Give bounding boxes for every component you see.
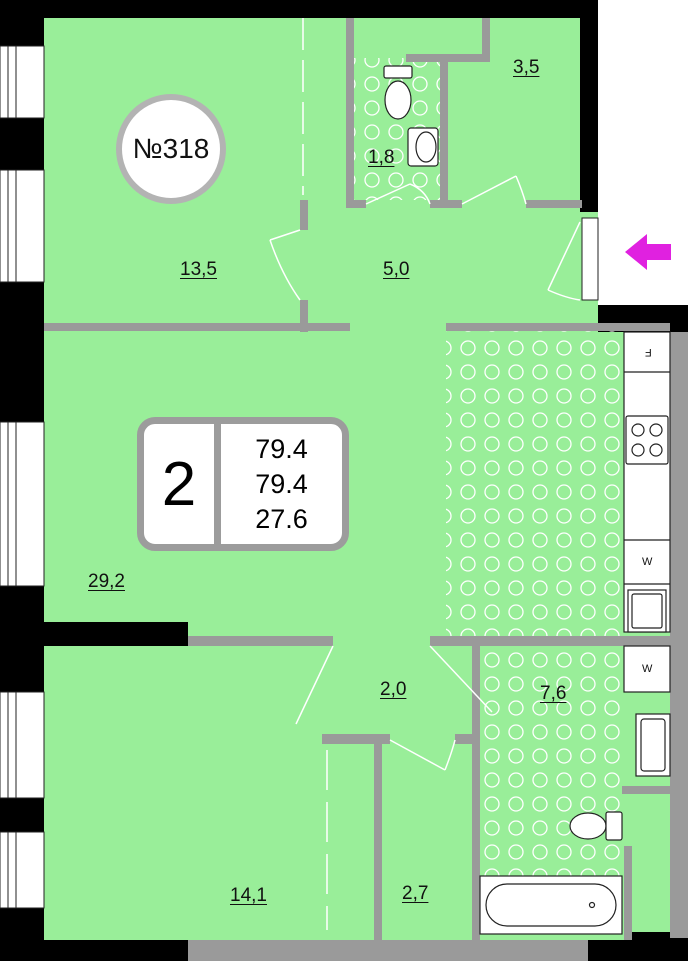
summary-divider (214, 424, 221, 544)
toilet-icon (383, 65, 413, 120)
room-area-corridor: 2,0 (380, 679, 407, 700)
room-area-bedroom-top: 13,5 (180, 259, 217, 280)
door-icon (269, 18, 581, 930)
toilet-icon (569, 811, 623, 841)
apartment-number-text: №318 (132, 133, 210, 164)
entry-arrow-icon (625, 234, 671, 270)
living-area: 27.6 (255, 504, 308, 534)
room-area-closet-bottom: 2,7 (402, 883, 429, 904)
area-list: 79.4 79.4 27.6 (221, 432, 342, 537)
room-area-closet-top: 3,5 (513, 57, 540, 78)
sink-icon (627, 589, 667, 633)
room-area-hall: 5,0 (383, 259, 410, 280)
wall-segment (44, 622, 188, 646)
fridge-label: F (645, 346, 652, 358)
room-area-living-kitchen: 29,2 (88, 571, 125, 592)
room-area-bedroom-bottom: 14,1 (230, 885, 267, 906)
washer-label: W (642, 556, 653, 568)
sink-icon (635, 713, 671, 777)
stove-icon (625, 415, 669, 465)
room-area-bathroom-large: 7,6 (540, 683, 567, 704)
apartment-summary: 2 79.4 79.4 27.6 (137, 417, 349, 551)
total-area: 79.4 (255, 434, 308, 464)
washer-label: W (642, 663, 653, 675)
total-area-alt: 79.4 (255, 469, 308, 499)
sink-icon (407, 127, 439, 167)
bathtub-icon (479, 875, 623, 935)
window-icon (0, 45, 45, 909)
room-area-bathroom-small: 1,8 (368, 147, 395, 168)
rooms-count: 2 (161, 449, 197, 519)
partitions (44, 18, 688, 961)
apartment-number: №318 (116, 94, 226, 204)
entrance-door-icon (581, 217, 599, 301)
kitchen-counter (623, 331, 671, 693)
